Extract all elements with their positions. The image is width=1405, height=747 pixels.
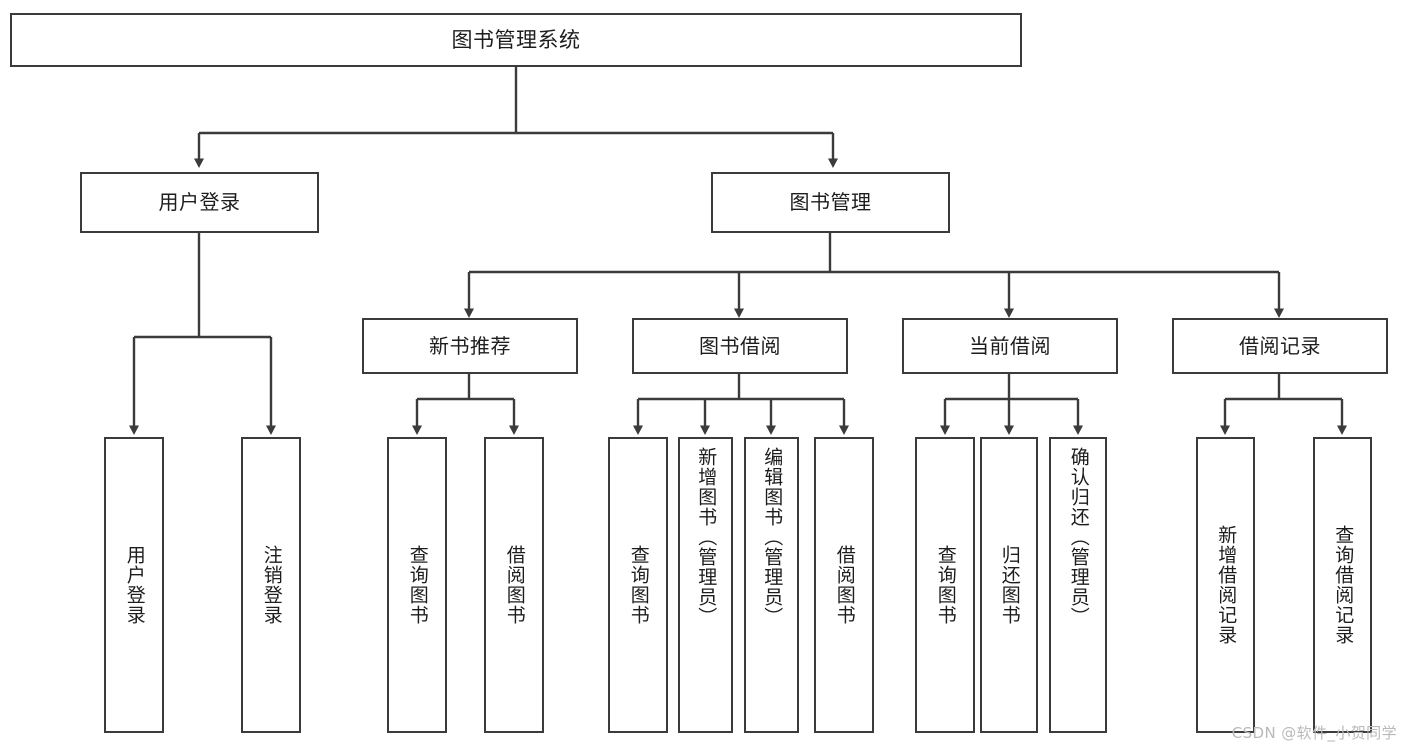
leaf-current-confirm-return-admin[interactable]: 确认归还（管理员） — [1049, 437, 1107, 733]
leaf-record-query[interactable]: 查询借阅记录 — [1313, 437, 1372, 733]
leaf-record-add[interactable]: 新增借阅记录 — [1196, 437, 1255, 733]
node-borrow-record[interactable]: 借阅记录 — [1172, 318, 1388, 374]
leaf-new-book-borrow-label: 借阅图书 — [503, 545, 526, 625]
leaf-borrow-add-book-admin[interactable]: 新增图书（管理员） — [678, 437, 733, 733]
node-book-borrow[interactable]: 图书借阅 — [632, 318, 848, 374]
node-user-login-label: 用户登录 — [158, 190, 241, 214]
node-root[interactable]: 图书管理系统 — [10, 13, 1022, 67]
leaf-borrow-borrow-book-label: 借阅图书 — [833, 545, 856, 625]
leaf-current-query-book-label: 查询图书 — [934, 545, 957, 625]
node-borrow-record-label: 借阅记录 — [1239, 333, 1321, 358]
node-root-label: 图书管理系统 — [451, 27, 581, 52]
leaf-current-confirm-return-admin-label: 确认归还（管理员） — [1067, 447, 1090, 627]
leaf-new-book-query-label: 查询图书 — [406, 545, 429, 625]
leaf-borrow-edit-book-admin[interactable]: 编辑图书（管理员） — [744, 437, 799, 733]
watermark: CSDN @软件_小贺同学 — [1231, 724, 1397, 742]
leaf-borrow-borrow-book[interactable]: 借阅图书 — [814, 437, 874, 733]
leaf-borrow-query-book[interactable]: 查询图书 — [608, 437, 668, 733]
leaf-new-book-query[interactable]: 查询图书 — [387, 437, 447, 733]
node-user-login[interactable]: 用户登录 — [80, 172, 319, 233]
node-book-management[interactable]: 图书管理 — [711, 172, 950, 233]
leaf-borrow-query-book-label: 查询图书 — [627, 545, 650, 625]
leaf-borrow-edit-book-admin-label: 编辑图书（管理员） — [761, 447, 784, 627]
leaf-record-query-label: 查询借阅记录 — [1332, 525, 1355, 645]
leaf-current-return-book-label: 归还图书 — [998, 545, 1021, 625]
leaf-current-query-book[interactable]: 查询图书 — [915, 437, 975, 733]
leaf-user-logout[interactable]: 注销登录 — [241, 437, 301, 733]
leaf-user-login-label: 用户登录 — [123, 545, 146, 625]
node-new-book-recommend-label: 新书推荐 — [429, 333, 511, 358]
leaf-user-logout-label: 注销登录 — [260, 545, 283, 625]
node-current-borrow[interactable]: 当前借阅 — [902, 318, 1118, 374]
leaf-new-book-borrow[interactable]: 借阅图书 — [484, 437, 544, 733]
node-new-book-recommend[interactable]: 新书推荐 — [362, 318, 578, 374]
node-book-borrow-label: 图书借阅 — [699, 333, 781, 358]
leaf-borrow-add-book-admin-label: 新增图书（管理员） — [695, 447, 718, 627]
node-current-borrow-label: 当前借阅 — [969, 333, 1051, 358]
node-book-management-label: 图书管理 — [789, 190, 872, 214]
leaf-current-return-book[interactable]: 归还图书 — [980, 437, 1038, 733]
leaf-record-add-label: 新增借阅记录 — [1215, 525, 1238, 645]
leaf-user-login[interactable]: 用户登录 — [104, 437, 164, 733]
